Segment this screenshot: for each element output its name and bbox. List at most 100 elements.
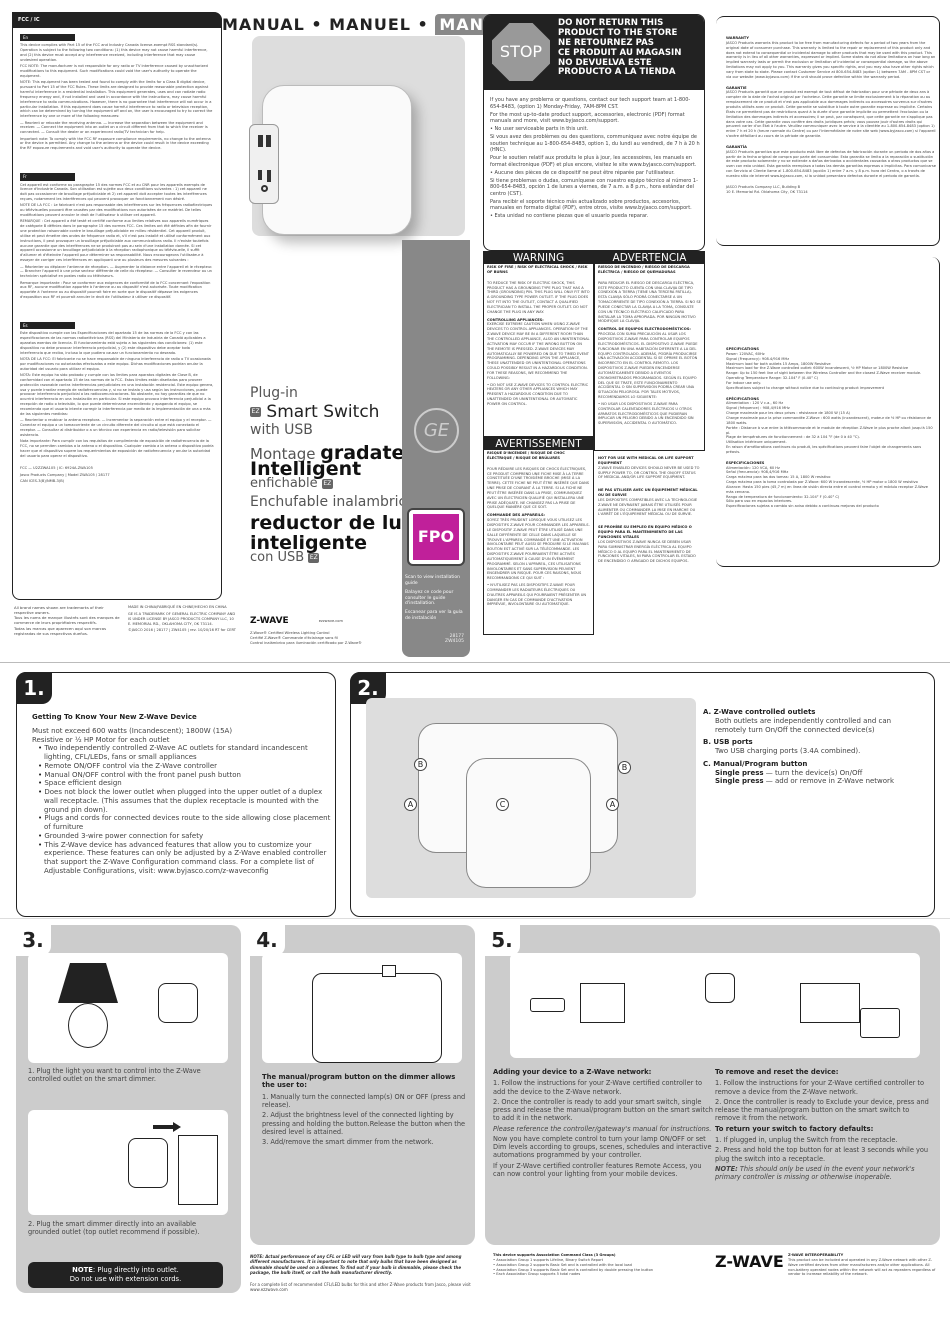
- title-plugin: Plug-in: [250, 385, 298, 401]
- fr-enfichable: enfichable: [250, 476, 318, 491]
- add-paragraph: If your Z-Wave certified controller feat…: [493, 1161, 702, 1178]
- title-fr-enfichable: enfichable EZ: [250, 476, 333, 491]
- add-reference: Please reference the controller/gateway'…: [493, 1124, 712, 1133]
- fcc-en-p4: — Reorient or relocate the receiving ant…: [20, 120, 208, 135]
- stop-notice: STOP DO NOT RETURN THIS PRODUCT TO THE S…: [483, 14, 705, 251]
- made-in: MADE IN CHINA/FABRIQUÉ EN CHINE/HECHO EN…: [128, 605, 227, 609]
- warning-title: WARNING: [484, 252, 593, 264]
- step1-rating-2: Resistive or ½ HP Motor for each outlet: [32, 735, 170, 744]
- fcc-es-p5: Nota importante: Para cumplir con los re…: [20, 439, 214, 458]
- step4-item: 2. Adjust the brightness level of the co…: [262, 1111, 466, 1136]
- spec-es-item: Alimentación: 120 VCA, 60 Hz: [726, 465, 780, 470]
- outlet-slot-icon: [258, 170, 262, 180]
- spec-en-item: Specifications subject to change without…: [726, 385, 885, 390]
- single-press-text: — add or remove in Z-Wave network: [763, 777, 894, 786]
- avertissement-bullet: • N'utilisez pas les dispositifs Z-Wave …: [487, 583, 587, 607]
- legend-b-text: Two USB charging ports (3.4A combined).: [715, 747, 861, 755]
- warning-section: WARNING RISK OF FIRE / RISK OF ELECTRICA…: [483, 251, 705, 651]
- spec-heading-es: ESPECIFICACIONES: [726, 460, 765, 465]
- arrow-right-icon: [153, 1125, 178, 1129]
- model-number-2: ZW4105: [445, 639, 464, 644]
- fold-divider: [0, 662, 950, 663]
- spec-fr-item: Portée : Distance à vue entre la télécom…: [726, 425, 933, 435]
- lamp-base-icon: [68, 1003, 108, 1048]
- warranty-heading-fr: GARANTIE: [726, 85, 747, 90]
- feature-item: Plugs and cords for connected devices ro…: [38, 814, 332, 832]
- spec-en-item: Maximum load for both outlets 15 Amps, 1…: [726, 361, 831, 366]
- step3-instruction-2: 2. Plug the smart dimmer directly into a…: [28, 1220, 200, 1237]
- add-title: Adding your device to a Z-Wave network:: [493, 1068, 652, 1076]
- qr-code[interactable]: FPO: [407, 508, 465, 566]
- feature-list: Two independently controlled Z-Wave AC o…: [38, 744, 332, 875]
- device-diagram: A B C A B: [366, 698, 696, 898]
- bulb-note: NOTE: Actual performance of any CFL or L…: [250, 1254, 462, 1276]
- note-label: NOTE: [72, 1266, 93, 1274]
- factory-step: 1. If plugged in, unplug the Switch from…: [715, 1136, 898, 1145]
- step-5-panel: 5. Adding your device to a Z-Wave networ…: [484, 924, 940, 1245]
- scan-instructions: Scan to view installation guide Balayez …: [405, 575, 467, 625]
- stop-header: STOP DO NOT RETURN THIS PRODUCT TO THE S…: [484, 15, 704, 90]
- fcc-model: Jasco Products Company | Model ZWA105 / …: [20, 472, 110, 477]
- spec-en-item: Signal (Frequency): 908.4/916 MHz: [726, 356, 790, 361]
- association-info: This device supports Association Command…: [493, 1253, 713, 1277]
- step4-text: The manual/program button on the dimmer …: [262, 1073, 467, 1148]
- add-device-text: Adding your device to a Z-Wave network: …: [493, 1068, 713, 1180]
- stop-sign-icon: STOP: [492, 23, 550, 81]
- stop-line: CE PRODUIT AU MAGASIN: [558, 47, 682, 58]
- device-icon: [705, 973, 735, 1003]
- copyright: ©JASCO 2016 | 28177 | ZW4105 | rev. 10/2…: [128, 628, 236, 633]
- advertencia-ctrl-heading: CONTROL DE EQUIPOS ELECTRODOMÉSTICOS:: [598, 327, 691, 332]
- product-photo: [249, 85, 412, 235]
- warning-en: WARNING RISK OF FIRE / RISK OF ELECTRICA…: [483, 251, 594, 437]
- feature-item: Remote ON/OFF control via the Z-Wave con…: [38, 762, 332, 771]
- title-fr-intelligent: Intelligent: [250, 458, 362, 480]
- zwave-interop: Z-WAVE INTEROPERABILITY This product can…: [788, 1253, 938, 1277]
- lamp-illustration: [28, 953, 228, 1063]
- es-con-usb: con USB: [250, 550, 305, 565]
- support-info: If you have any problems or questions, c…: [490, 97, 700, 221]
- outlet-slot-icon: [267, 170, 271, 182]
- computer-monitor-icon: [580, 983, 625, 1023]
- callout-a: A: [404, 798, 417, 811]
- zwave-logo-icon: Z-WAVE: [250, 616, 289, 626]
- avertissement-title: AVERTISSEMENT: [484, 438, 593, 450]
- support-en-3: • No user serviceable parts in this unit…: [490, 126, 589, 132]
- spec-fr-item: Utilisation intérieure uniquement.: [726, 440, 787, 445]
- avertissement-fr: AVERTISSEMENT RISQUE D'INCENDIE / RISQUE…: [483, 437, 594, 635]
- warranty-heading-en: WARRANTY: [726, 36, 749, 40]
- address-line-2: 10 E. Memorial Rd. Oklahoma City, OK 731…: [726, 189, 808, 194]
- fcc-panel: [12, 12, 222, 600]
- network-illustration: [510, 953, 920, 1058]
- row-divider: [0, 918, 950, 919]
- scan-fr: Balayez ce code pour consulter le guide …: [405, 589, 454, 607]
- warning-p1: To reduce the risk of electric shock, th…: [487, 280, 590, 314]
- warranty-panel: WARRANTY JASCO Products warrants this pr…: [716, 16, 940, 246]
- step-3-panel: 3. 1. Plug the light you want to control…: [15, 924, 241, 1293]
- manual-title: MANUAL • MANUEL • MANUAL: [222, 14, 527, 35]
- avertissement-p1: Pour réduire les risques de chocs électr…: [487, 466, 590, 510]
- interop-text: This product can be included and operate…: [788, 1257, 936, 1277]
- lamp-shade-icon: [58, 963, 118, 1003]
- warning-risks: RISK OF FIRE / RISK OF ELECTRICAL SHOCK …: [487, 265, 588, 274]
- factory-note-label: NOTE:: [715, 1164, 738, 1173]
- zwave-url[interactable]: ezzwave.com: [318, 618, 343, 623]
- ez-badge-icon: EZ: [250, 407, 261, 417]
- fcc-id: FCC — U2ZZWA105 | IC: 6924A-ZWA105: [20, 466, 93, 471]
- stop-line: PRODUCTO A LA TIENDA: [558, 67, 676, 78]
- factory-step: 2. Press and hold the top button for at …: [715, 1146, 929, 1163]
- legend-c-title: C. Manual/Program button: [703, 759, 808, 768]
- note-text-1: : Plug directly into outlet.: [92, 1266, 179, 1274]
- association-item: • Each Association Group supports 5 tota…: [493, 1272, 581, 1277]
- support-fr-2: Pour le soutien relatif aux produits le …: [490, 155, 697, 168]
- remove-step: 1. Follow the instructions for your Z-Wa…: [715, 1079, 925, 1096]
- spec-en-item: Range: Up to 150 feet line of sight betw…: [726, 371, 922, 376]
- spec-fr-item: Alimentation : 120 V c.a., 60 Hz: [726, 401, 784, 406]
- fcc-header: FCC / IC: [12, 12, 222, 28]
- warranty-heading-es: GARANTÍA: [726, 144, 747, 149]
- title-with-usb: with USB: [250, 422, 313, 438]
- advertencia-es: ADVERTENCIA RIESGO DE INCENDIO / RIESGO …: [594, 251, 705, 451]
- spec-heading-en: SPECIFICATIONS: [726, 347, 760, 351]
- title-es-reductor: reductor de luz: [250, 512, 413, 534]
- feature-item: Grounded 3-wire power connection for saf…: [38, 832, 332, 841]
